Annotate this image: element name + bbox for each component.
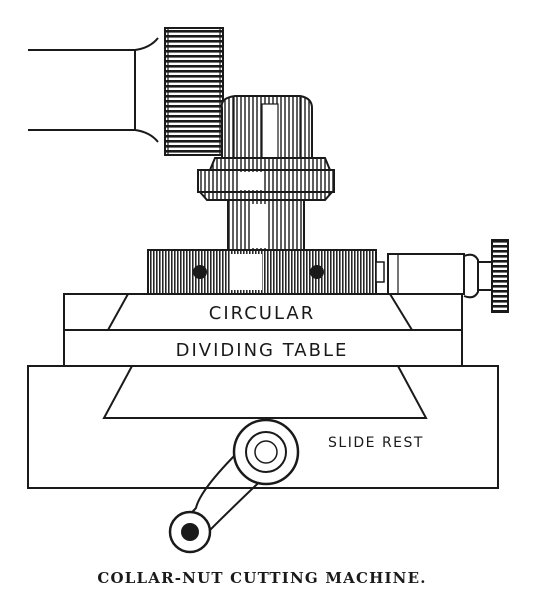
knurled-cutter-wheel: [164, 27, 224, 156]
collar-flange: [197, 157, 335, 201]
vertical-post: [227, 199, 305, 251]
label-dividing-table: DIVIDING TABLE: [176, 340, 349, 361]
figure-caption: COLLAR-NUT CUTTING MACHINE.: [97, 569, 426, 587]
label-slide-rest: SLIDE REST: [328, 435, 424, 451]
crank-knob-icon: [181, 523, 199, 541]
crank-handle: [168, 418, 300, 554]
dividing-head: [147, 249, 385, 295]
label-circular: CIRCULAR: [209, 303, 316, 324]
circular-table: CIRCULAR: [63, 293, 463, 331]
screw-left-icon: [193, 265, 207, 279]
adjusting-screw: [387, 239, 509, 313]
dividing-table: DIVIDING TABLE: [63, 329, 463, 367]
knurled-knob-icon: [491, 239, 509, 313]
screw-right-icon: [310, 265, 324, 279]
spindle-arm: [28, 37, 159, 143]
collar-nut: [220, 95, 313, 159]
